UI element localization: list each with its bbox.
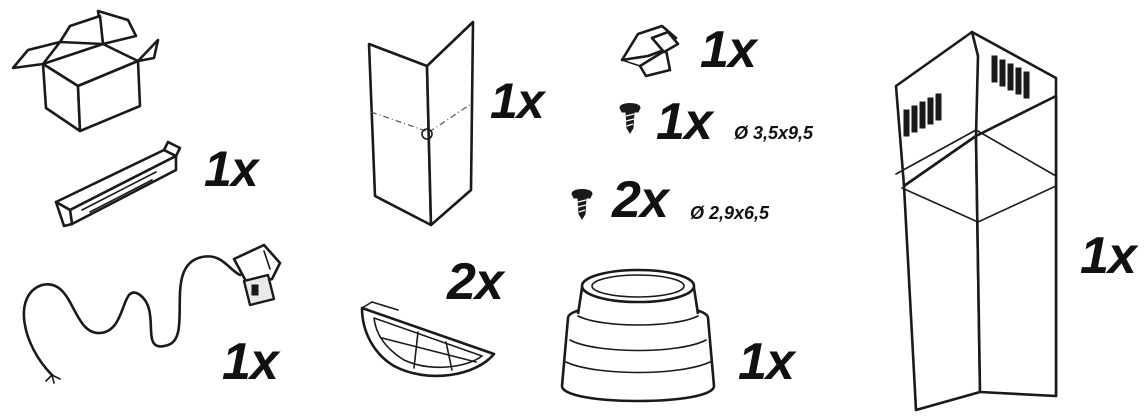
cardboard-box-icon: [8, 6, 166, 138]
chimney-cover-icon: [884, 26, 1074, 416]
screw-b-quantity: 2x: [612, 174, 668, 226]
bracket-quantity: 1x: [204, 144, 258, 194]
cable-quantity: 1x: [222, 336, 278, 388]
clip-quantity: 1x: [700, 24, 756, 76]
chimney-quantity: 1x: [1080, 230, 1136, 282]
filter-quantity: 2x: [447, 256, 503, 308]
flange-quantity: 1x: [738, 336, 794, 388]
manual-quantity: 1x: [490, 76, 544, 126]
screw-a-quantity: 1x: [656, 96, 712, 148]
round-flange-icon: [556, 256, 720, 416]
screw-b-dimension: Ø 2,9x6,5: [690, 204, 769, 222]
screw-icon: [618, 100, 642, 134]
screw-icon: [570, 186, 594, 220]
screw-a-dimension: Ø 3,5x9,5: [734, 124, 813, 142]
mounting-bracket-icon: [52, 140, 184, 232]
instruction-manual-icon: [365, 20, 477, 230]
clip-icon: [618, 20, 690, 78]
